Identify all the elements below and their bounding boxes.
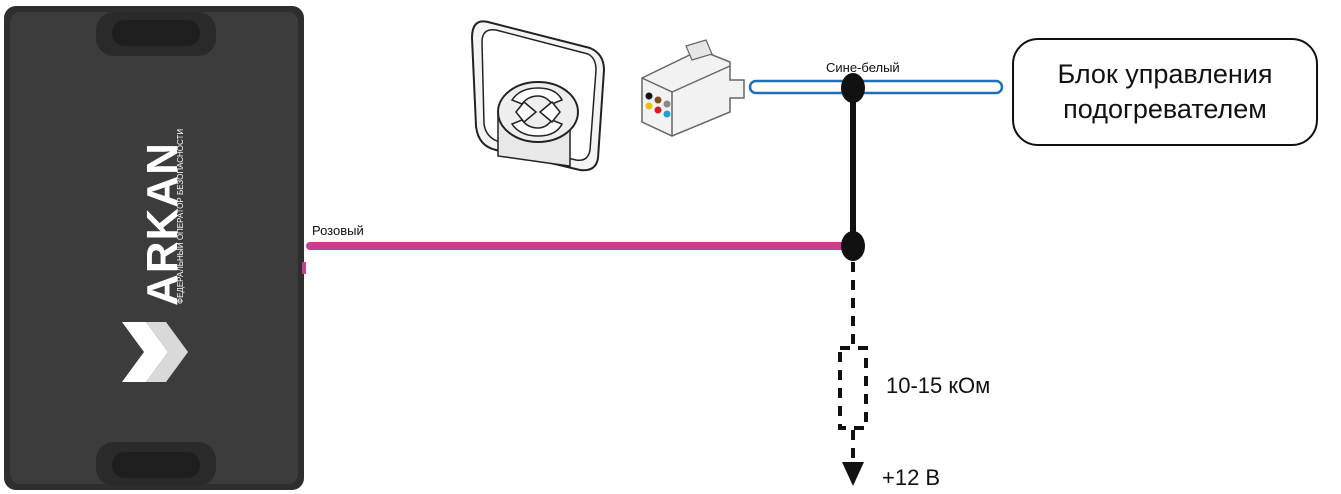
blue-white-wire-label: Сине-белый bbox=[826, 60, 900, 75]
arkan-device bbox=[4, 6, 306, 490]
resistor-label: 10-15 кОм bbox=[886, 373, 991, 398]
pink-wire-label: Розовый bbox=[312, 223, 364, 238]
blue-white-wire bbox=[748, 79, 1004, 95]
arkan-logo-icon bbox=[122, 322, 188, 382]
control-unit-line1: Блок управления bbox=[1057, 58, 1273, 89]
resistor-branch bbox=[838, 262, 868, 486]
junction-top bbox=[841, 73, 865, 103]
remote-panel-icon bbox=[470, 20, 606, 172]
connector-icon bbox=[641, 39, 745, 137]
junction-bottom bbox=[841, 231, 865, 261]
arrow-down-icon bbox=[842, 462, 864, 486]
control-unit-line2: подогревателем bbox=[1063, 94, 1267, 124]
device-tagline: ФЕДЕРАЛЬНЫЙ ОПЕРАТОР БЕЗОПАСНОСТИ bbox=[176, 128, 185, 304]
heater-control-unit: Блок управления подогревателем bbox=[1012, 38, 1318, 146]
supply-label: +12 В bbox=[882, 465, 941, 490]
